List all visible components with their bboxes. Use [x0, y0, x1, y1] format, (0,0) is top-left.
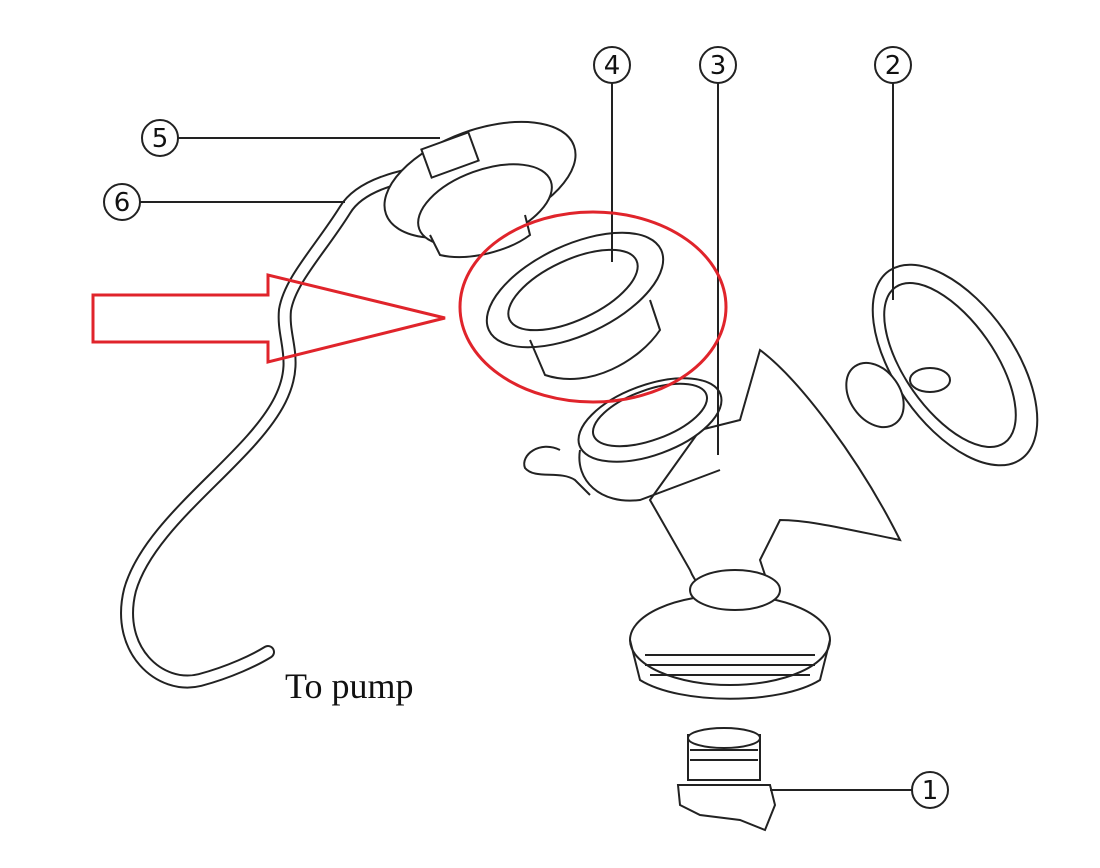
callout-6: 6 [103, 183, 141, 221]
callout-label: 3 [710, 51, 727, 81]
red-highlight-circle [458, 210, 728, 404]
part-1-valve [676, 727, 777, 832]
callout-label: 1 [922, 776, 939, 806]
callout-label: 5 [152, 124, 169, 154]
callout-3: 3 [699, 46, 737, 84]
callout-label: 6 [114, 188, 131, 218]
callout-2: 2 [874, 46, 912, 84]
part-5-membrane-cap [383, 120, 577, 259]
tube-caption: To pump [285, 666, 413, 706]
part-2-massage-cushion [845, 263, 1039, 467]
leader-lines [140, 83, 912, 791]
callout-label: 4 [604, 51, 621, 81]
part-4-valve-ring [485, 231, 665, 380]
callout-5: 5 [141, 119, 179, 157]
callout-4: 4 [593, 46, 631, 84]
part-3-pump-body [523, 348, 902, 700]
tube [120, 163, 447, 689]
callout-1: 1 [911, 771, 949, 809]
callout-label: 2 [885, 51, 902, 81]
red-arrow-pointer [91, 273, 446, 364]
